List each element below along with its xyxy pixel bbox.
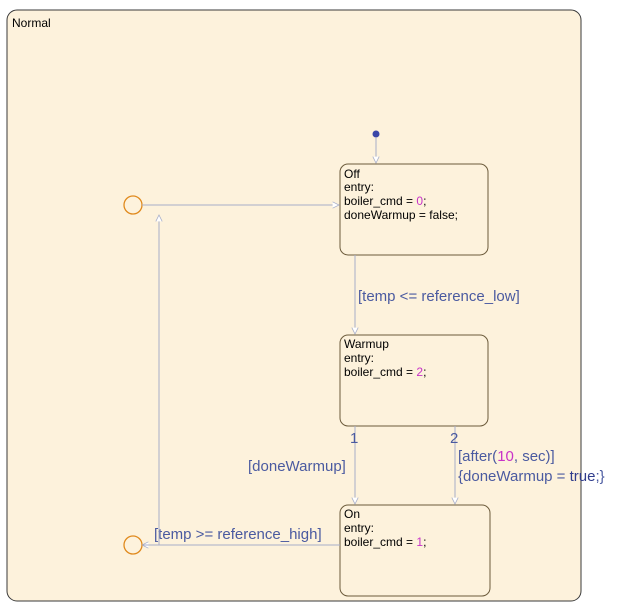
transition-on-to-junction-label[interactable]: [temp >= reference_high]: [154, 526, 322, 543]
state-on-title: On: [344, 507, 360, 521]
transition-warmup-to-on-2-label[interactable]: [after(10, sec)]: [458, 448, 555, 465]
state-off[interactable]: [339, 163, 489, 256]
state-warmup-boiler-cmd: boiler_cmd = 2;: [344, 365, 426, 379]
state-off-entry: entry:: [344, 180, 374, 194]
transition-2-order: 2: [450, 430, 458, 447]
state-on-boiler-cmd: boiler_cmd = 1;: [344, 535, 426, 549]
transition-off-to-warmup-label[interactable]: [temp <= reference_low]: [358, 288, 520, 305]
state-warmup-entry: entry:: [344, 351, 374, 365]
transition-1-order: 1: [350, 430, 358, 447]
connective-junction-icon[interactable]: [123, 195, 143, 215]
state-off-title: Off: [344, 167, 360, 181]
state-normal[interactable]: [6, 9, 582, 602]
default-transition-dot-icon: [372, 130, 380, 138]
state-warmup[interactable]: [339, 334, 489, 427]
connective-junction-icon[interactable]: [123, 535, 143, 555]
state-normal-title: Normal: [12, 16, 51, 30]
state-on-entry: entry:: [344, 521, 374, 535]
state-off-done-warmup: doneWarmup = false;: [344, 208, 458, 222]
state-on[interactable]: [339, 504, 491, 597]
state-off-boiler-cmd: boiler_cmd = 0;: [344, 194, 426, 208]
state-warmup-title: Warmup: [344, 337, 389, 351]
transition-warmup-to-on-2-action[interactable]: {doneWarmup = true;}: [458, 468, 605, 485]
transition-warmup-to-on-1-label[interactable]: [doneWarmup]: [248, 458, 346, 475]
